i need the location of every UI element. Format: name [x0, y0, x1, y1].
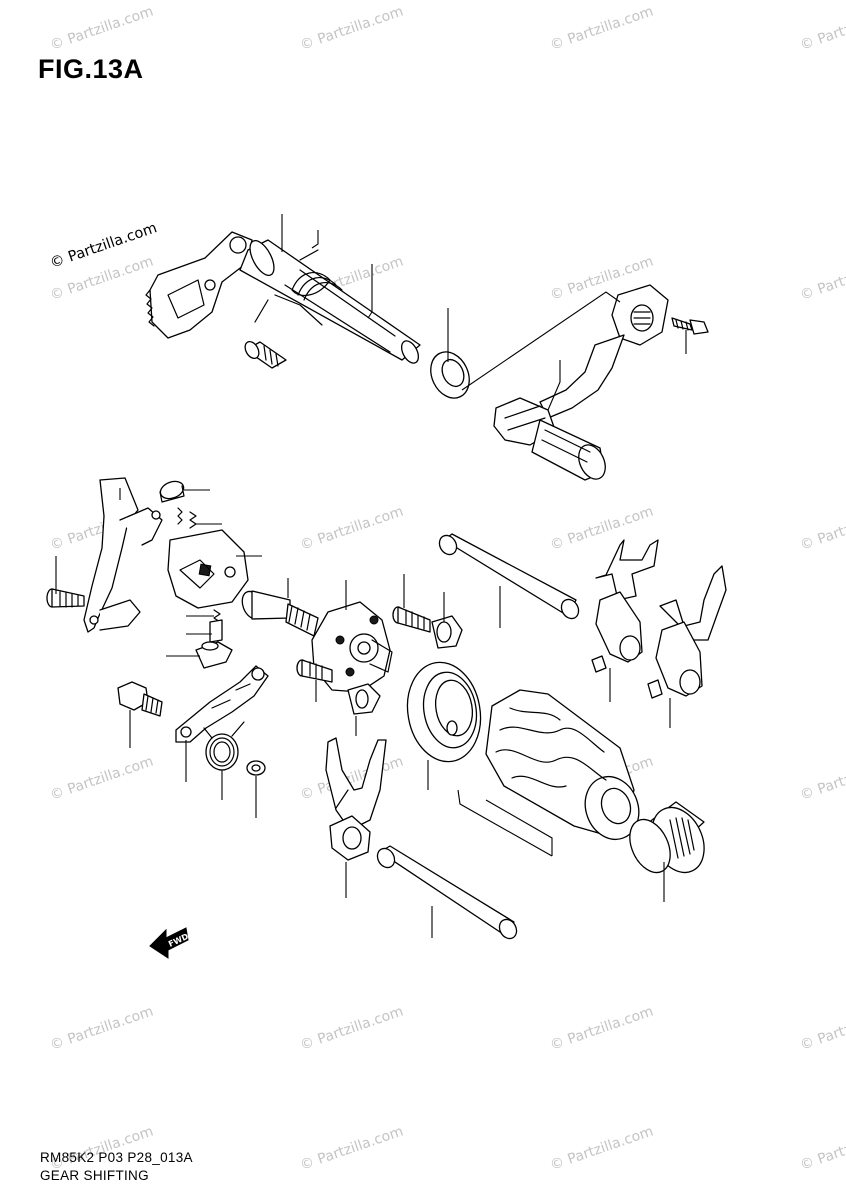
screw-18-upper [392, 606, 431, 633]
shaft-lower [376, 845, 518, 940]
fork-1 [591, 539, 659, 673]
watermark-text: © Partzilla.com [548, 1123, 655, 1173]
watermark-text: © Partzilla.com [48, 1123, 155, 1173]
figure-title: FIG.13A [38, 54, 144, 84]
watermark-text: © Partzilla.com [798, 1123, 846, 1173]
watermark-text: © Partzilla.com [298, 1003, 405, 1053]
pawl-11 [195, 641, 233, 669]
watermark-text: © Partzilla.com [798, 503, 846, 553]
pin-12-lower [209, 619, 223, 643]
pin-12-upper [159, 480, 185, 503]
return-spring [254, 249, 343, 326]
stopper-pin [244, 340, 287, 369]
stopper-plate [167, 529, 249, 609]
drum-pin [446, 720, 458, 736]
spring-13 [177, 507, 183, 525]
shift-shaft [239, 239, 421, 364]
drawing-code: RM85K2 P03 P28_013A [40, 1150, 193, 1165]
bolt-10 [241, 590, 319, 637]
watermark-text: © Partzilla.com [298, 1123, 405, 1173]
fork-3 [325, 737, 387, 861]
watermark-text: © Partzilla.com [48, 1003, 155, 1053]
screw-18-lower [296, 659, 333, 683]
watermark-text: © Partzilla.com [798, 1003, 846, 1053]
watermark-text: © Partzilla.com [798, 3, 846, 53]
needle-bearing [629, 801, 705, 874]
watermark-text: © Partzilla.com [798, 753, 846, 803]
watermark-text: © Partzilla.com [298, 3, 405, 53]
watermark-text: © Partzilla.com [548, 3, 655, 53]
figure-caption: GEAR SHIFTING [40, 1168, 149, 1183]
screw-16 [46, 588, 85, 608]
bolt-31 [671, 317, 709, 335]
spring-23 [203, 721, 245, 771]
watermark-text: © Partzilla.com [48, 3, 155, 53]
shaft-arm [145, 231, 253, 339]
plate-15 [83, 477, 163, 633]
leader-lines [55, 214, 687, 938]
pin-17-lower [347, 683, 381, 715]
washer-21 [246, 760, 266, 776]
oil-seal [430, 351, 470, 399]
connector-line [461, 291, 621, 391]
bolt-20 [117, 681, 163, 717]
watermark-text: © Partzilla.com [48, 753, 155, 803]
spring-14-upper [189, 511, 197, 529]
stopper-arm [175, 665, 269, 743]
fork-2 [647, 565, 727, 699]
cam-drum [485, 689, 640, 841]
watermark-text: © Partzilla.com [298, 503, 405, 553]
shift-lever [493, 284, 669, 481]
watermark-text: © Partzilla.com [548, 1003, 655, 1053]
watermark-text: © Partzilla.com [798, 253, 846, 303]
watermark-text: © Partzilla.com [548, 503, 655, 553]
shaft-upper [438, 533, 580, 620]
fwd-direction-marker: FWD [149, 927, 190, 959]
pin-17-upper [431, 615, 463, 649]
fwd-label: FWD [167, 932, 190, 949]
bearing-24 [406, 661, 482, 763]
